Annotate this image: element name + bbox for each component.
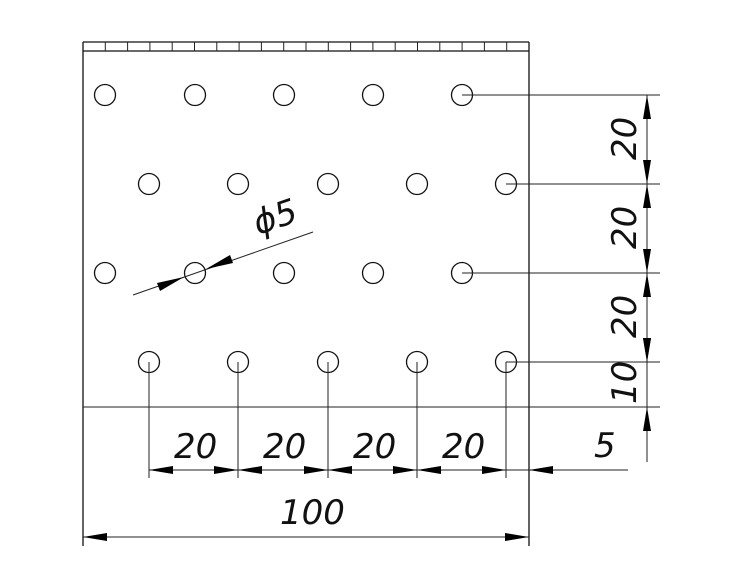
arrowhead	[643, 407, 651, 431]
vertical-dim-label-2: 20	[605, 206, 645, 249]
arrowhead	[304, 466, 328, 474]
hole	[93, 83, 117, 107]
holes	[93, 83, 518, 374]
hole	[272, 83, 296, 107]
arrowhead	[529, 466, 553, 474]
arrowhead	[393, 466, 417, 474]
extension-lines	[148, 94, 660, 478]
arrowhead	[328, 466, 352, 474]
hole	[226, 172, 250, 196]
arrowhead	[643, 338, 651, 362]
hole	[405, 172, 429, 196]
hole	[137, 172, 161, 196]
arrowhead	[83, 533, 107, 541]
arrowhead	[214, 466, 238, 474]
hole	[361, 83, 385, 107]
arrowhead	[643, 184, 651, 208]
hole	[272, 261, 296, 285]
pitch-label-3: 20	[353, 427, 396, 467]
vertical-dim-label-4: 10	[605, 361, 645, 404]
plate-outline	[82, 41, 530, 546]
arrowhead	[238, 466, 262, 474]
hole	[93, 261, 117, 285]
hole	[361, 261, 385, 285]
hole	[183, 83, 207, 107]
top-edge-serration	[104, 42, 508, 51]
arrowhead	[643, 95, 651, 119]
dimensions	[83, 95, 651, 541]
vertical-dim-label-1: 20	[605, 117, 645, 160]
pitch-label-2: 20	[263, 427, 306, 467]
vertical-dim-label-3: 20	[605, 295, 645, 338]
diameter-label: ϕ5	[248, 191, 303, 243]
arrowhead	[505, 533, 529, 541]
arrowhead	[417, 466, 441, 474]
arrowhead	[643, 249, 651, 273]
arrowhead	[149, 466, 173, 474]
arrowhead	[643, 160, 651, 184]
overall-width-label: 100	[280, 493, 345, 533]
pitch-label-4: 20	[442, 427, 485, 467]
edge-offset-label: 5	[594, 426, 616, 466]
hole	[316, 172, 340, 196]
arrowhead	[482, 466, 506, 474]
pitch-label-1: 20	[174, 427, 217, 467]
arrowhead	[643, 273, 651, 297]
